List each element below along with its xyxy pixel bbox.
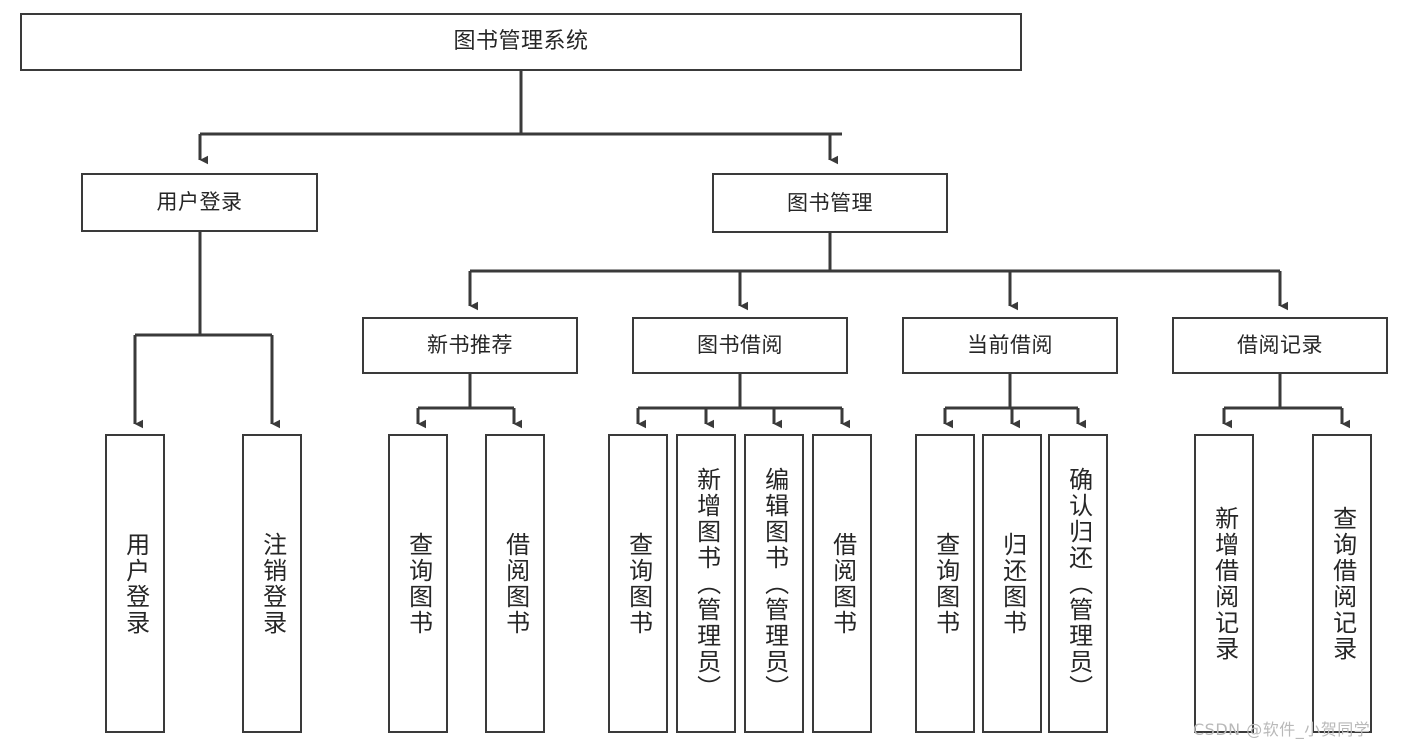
- leaf-user-login-login[interactable]: 用户登录: [105, 434, 165, 733]
- node-label: 当前借阅: [967, 333, 1053, 358]
- leaf-new-book-borrow-book[interactable]: 借阅图书: [485, 434, 545, 733]
- node-label: 查询图书: [931, 531, 960, 636]
- node-label: 编辑图书（管理员）: [760, 466, 789, 701]
- node-label: 图书管理系统: [453, 29, 589, 55]
- leaf-current-borrow-return-book[interactable]: 归还图书: [982, 434, 1042, 733]
- node-label: 归还图书: [998, 531, 1027, 636]
- node-label: 新书推荐: [427, 333, 513, 358]
- node-label: 用户登录: [156, 190, 243, 215]
- node-book-management[interactable]: 图书管理: [712, 173, 948, 233]
- node-label: 查询图书: [624, 531, 653, 636]
- node-user-login[interactable]: 用户登录: [81, 173, 318, 232]
- node-borrow-record[interactable]: 借阅记录: [1172, 317, 1388, 374]
- node-label: 用户登录: [121, 531, 150, 636]
- node-label: 新增图书（管理员）: [692, 466, 721, 701]
- node-label: 查询借阅记录: [1328, 505, 1357, 662]
- node-current-borrow[interactable]: 当前借阅: [902, 317, 1118, 374]
- leaf-book-borrow-borrow-book[interactable]: 借阅图书: [812, 434, 872, 733]
- leaf-user-login-logout[interactable]: 注销登录: [242, 434, 302, 733]
- node-new-book-recommend[interactable]: 新书推荐: [362, 317, 578, 374]
- leaf-new-book-query-book[interactable]: 查询图书: [388, 434, 448, 733]
- node-label: 查询图书: [404, 531, 433, 636]
- node-label: 确认归还（管理员）: [1064, 466, 1093, 701]
- node-root-system[interactable]: 图书管理系统: [20, 13, 1022, 71]
- node-label: 新增借阅记录: [1210, 505, 1239, 662]
- leaf-book-borrow-query-book[interactable]: 查询图书: [608, 434, 668, 733]
- node-label: 图书管理: [787, 190, 873, 215]
- node-label: 借阅图书: [828, 531, 857, 636]
- node-label: 借阅图书: [501, 531, 530, 636]
- node-book-borrow[interactable]: 图书借阅: [632, 317, 848, 374]
- leaf-current-borrow-confirm-return[interactable]: 确认归还（管理员）: [1048, 434, 1108, 733]
- leaf-current-borrow-query-book[interactable]: 查询图书: [915, 434, 975, 733]
- leaf-borrow-record-query-record[interactable]: 查询借阅记录: [1312, 434, 1372, 733]
- csdn-watermark: CSDN @软件_小贺同学: [1193, 720, 1371, 739]
- leaf-book-borrow-edit-book[interactable]: 编辑图书（管理员）: [744, 434, 804, 733]
- leaf-book-borrow-add-book[interactable]: 新增图书（管理员）: [676, 434, 736, 733]
- node-label: 图书借阅: [697, 333, 783, 358]
- leaf-borrow-record-add-record[interactable]: 新增借阅记录: [1194, 434, 1254, 733]
- node-label: 注销登录: [258, 531, 287, 636]
- node-label: 借阅记录: [1237, 333, 1323, 358]
